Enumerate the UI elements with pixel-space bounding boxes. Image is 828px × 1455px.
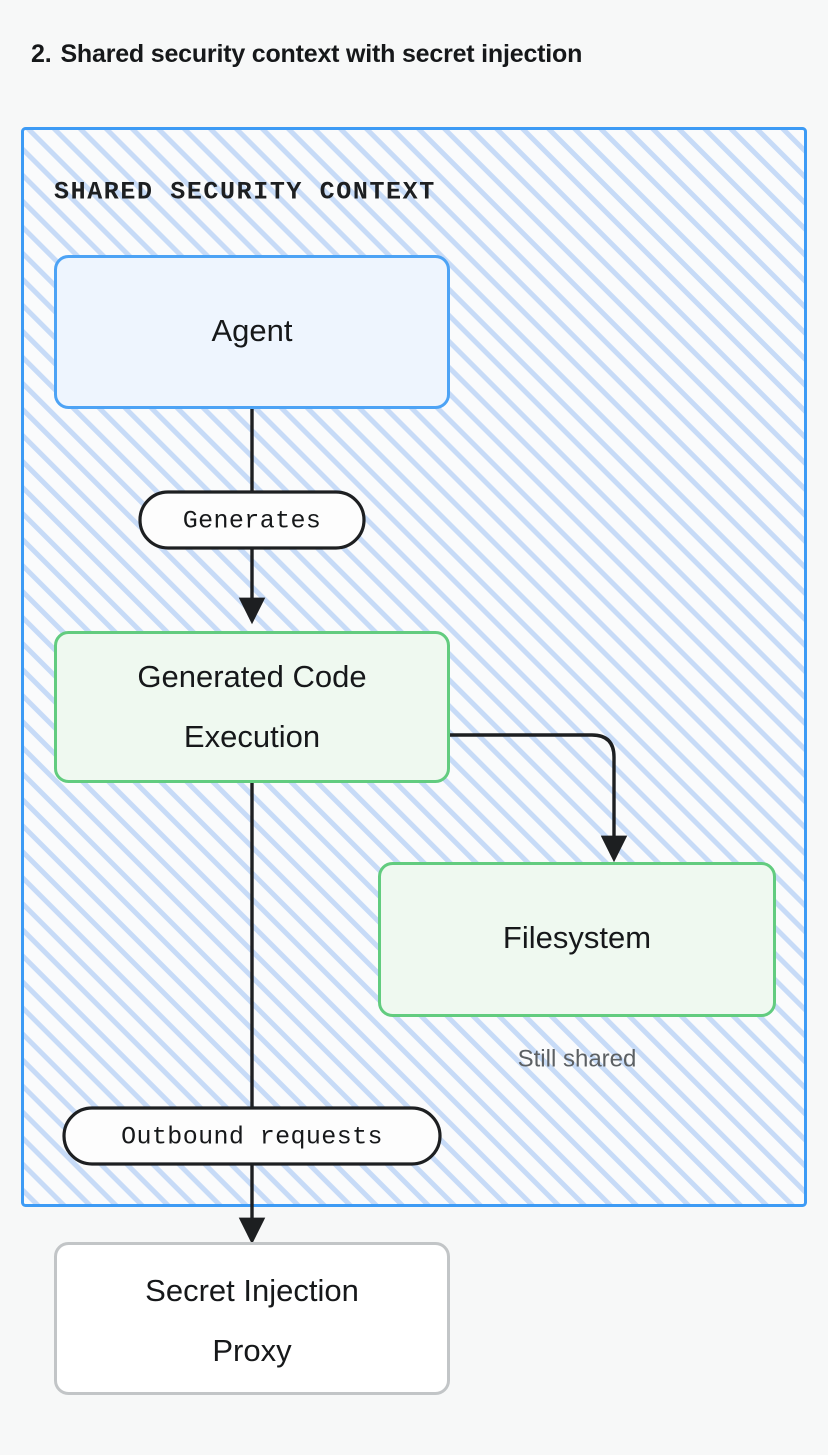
edge-path <box>450 733 628 863</box>
node-agent-label: Agent <box>211 313 292 348</box>
node-generated-code-execution-label-line2: Execution <box>184 719 320 754</box>
node-secret-injection-proxy-label-line1: Secret Injection <box>145 1273 359 1308</box>
node-generated-code-execution[interactable]: Generated Code Execution <box>54 631 450 783</box>
edge-label-generates: Generates <box>183 507 322 536</box>
edge-label-pill <box>62 1106 442 1166</box>
node-filesystem[interactable]: Filesystem <box>378 862 776 1017</box>
edge-code-to-proxy: Outbound requests <box>62 780 442 1245</box>
edge-label-outbound-requests: Outbound requests <box>121 1123 383 1152</box>
edge-label-pill <box>138 490 366 550</box>
node-agent-box[interactable] <box>54 255 450 409</box>
page-title-number: 2. <box>31 40 52 68</box>
node-generated-code-execution-label-line1: Generated Code <box>137 659 366 694</box>
node-secret-injection-proxy-box[interactable] <box>54 1242 450 1395</box>
page-title: 2. Shared security context with secret in… <box>31 40 582 69</box>
node-filesystem-box[interactable] <box>378 862 776 1017</box>
node-agent[interactable]: Agent <box>54 255 450 409</box>
container-label: SHARED SECURITY CONTEXT <box>54 178 436 207</box>
node-secret-injection-proxy-label-line2: Proxy <box>212 1333 292 1368</box>
edge-code-to-filesystem <box>450 733 628 863</box>
node-filesystem-label: Filesystem <box>503 920 651 955</box>
node-secret-injection-proxy[interactable]: Secret Injection Proxy <box>54 1242 450 1395</box>
annotation-still-shared: Still shared <box>518 1045 637 1072</box>
edge-agent-to-code: Generates <box>138 408 366 625</box>
node-generated-code-execution-box[interactable] <box>54 631 450 783</box>
page-title-text: Shared security context with secret inje… <box>60 40 583 68</box>
